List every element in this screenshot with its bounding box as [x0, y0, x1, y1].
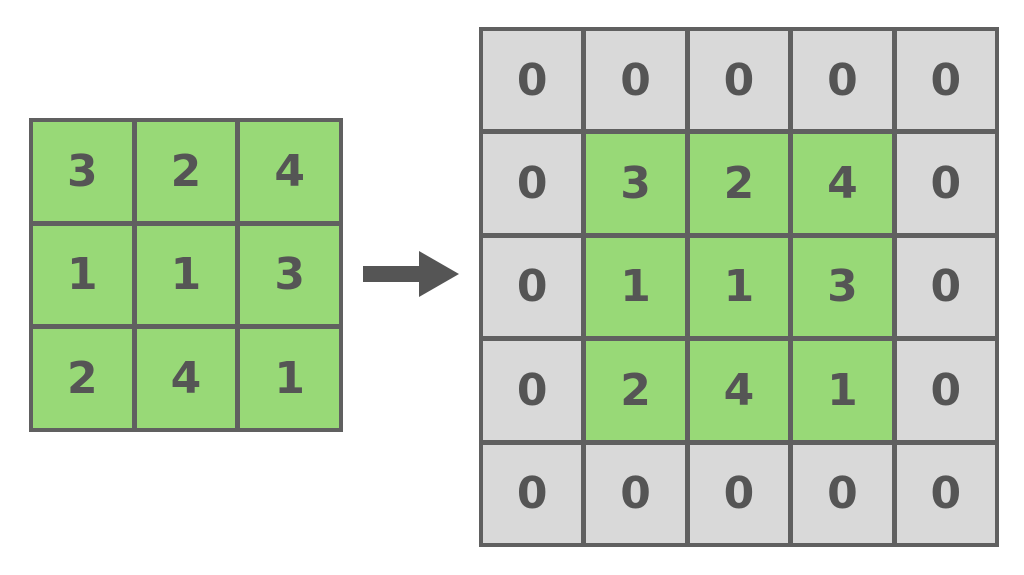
- padded-matrix: 0 0 0 0 0 0 3 2 4 0 0 1 1 3 0 0 2 4 1 0 …: [479, 27, 999, 547]
- input-cell: 1: [240, 329, 339, 428]
- input-matrix: 3 2 4 1 1 3 2 4 1: [29, 118, 343, 432]
- padded-input-cell: 3: [586, 134, 685, 233]
- padding-cell: 0: [896, 341, 995, 440]
- padding-cell: 0: [689, 31, 789, 130]
- padded-input-cell: 1: [689, 237, 789, 337]
- input-cell: 2: [33, 329, 132, 428]
- padding-cell: 0: [483, 237, 582, 337]
- padded-input-cell: 3: [793, 237, 892, 337]
- padding-cell: 0: [793, 444, 892, 543]
- padding-cell: 0: [689, 444, 789, 543]
- padded-input-cell: 1: [793, 341, 892, 440]
- input-cell: 2: [136, 122, 236, 221]
- padding-cell: 0: [586, 31, 685, 130]
- input-cell: 1: [136, 225, 236, 325]
- input-cell: 1: [33, 225, 132, 325]
- padding-cell: 0: [483, 31, 582, 130]
- padding-cell: 0: [896, 237, 995, 337]
- input-cell: 3: [240, 225, 339, 325]
- input-cell: 3: [33, 122, 132, 221]
- input-cell: 4: [136, 329, 236, 428]
- padding-cell: 0: [586, 444, 685, 543]
- padded-input-cell: 2: [586, 341, 685, 440]
- padding-cell: 0: [896, 31, 995, 130]
- right-arrow-icon: [363, 251, 459, 297]
- input-cell: 4: [240, 122, 339, 221]
- padded-input-cell: 1: [586, 237, 685, 337]
- padded-input-cell: 4: [689, 341, 789, 440]
- padding-cell: 0: [483, 341, 582, 440]
- padded-input-cell: 2: [689, 134, 789, 233]
- padding-cell: 0: [896, 134, 995, 233]
- padding-cell: 0: [793, 31, 892, 130]
- padding-cell: 0: [483, 444, 582, 543]
- padding-cell: 0: [896, 444, 995, 543]
- padded-input-cell: 4: [793, 134, 892, 233]
- padding-cell: 0: [483, 134, 582, 233]
